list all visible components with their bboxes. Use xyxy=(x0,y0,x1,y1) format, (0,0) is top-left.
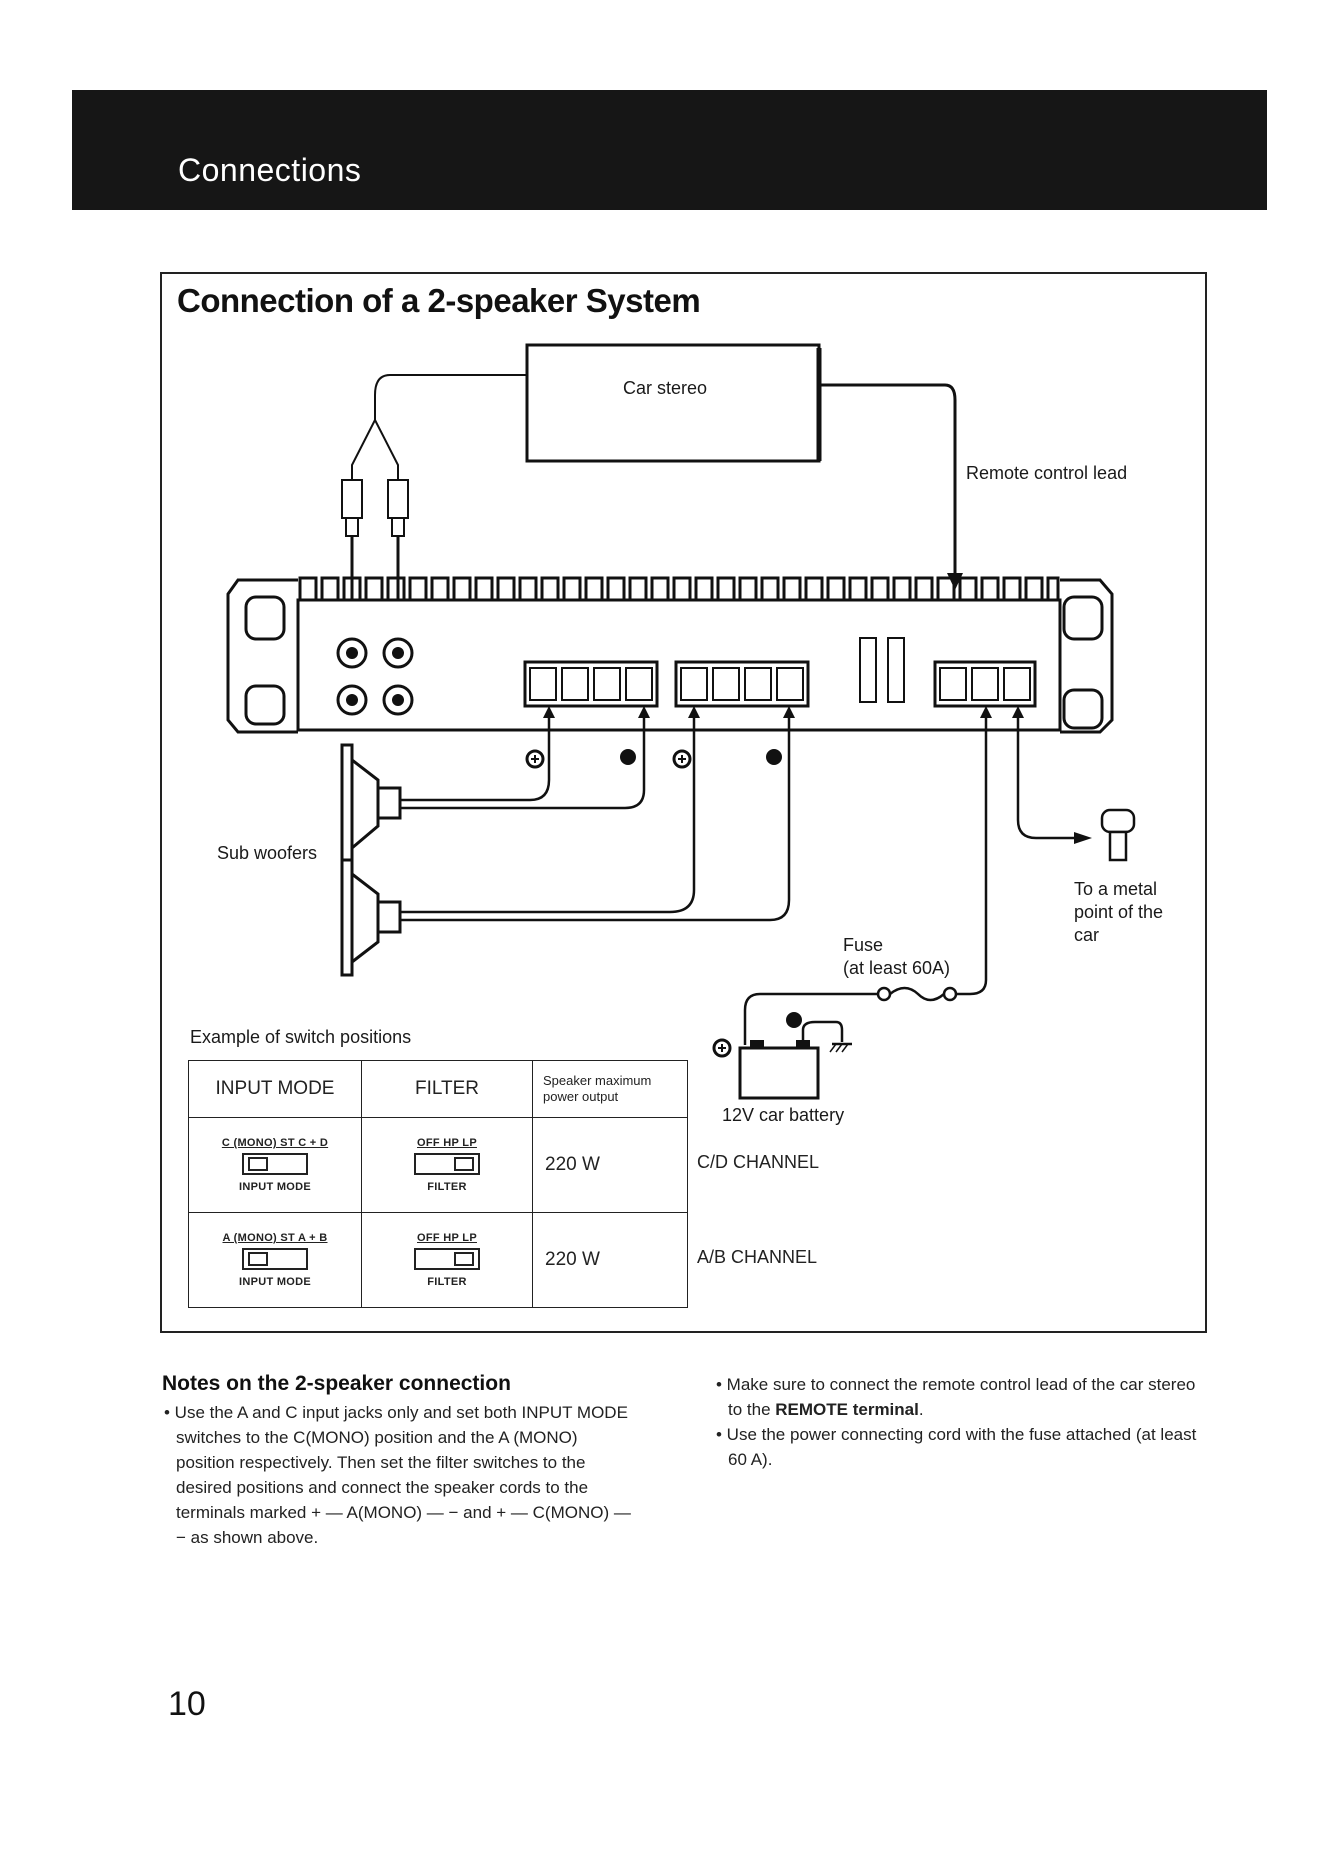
terminal-block-ab xyxy=(523,660,659,708)
rca-plug-left xyxy=(341,479,363,600)
header-filter: FILTER xyxy=(361,1060,533,1118)
inline-fuse-icon xyxy=(876,986,958,1002)
header-bar xyxy=(72,90,1267,210)
sub-woofer-2 xyxy=(340,858,402,977)
notes-left-column: • Use the A and C input jacks only and s… xyxy=(162,1400,632,1550)
power-value: 220 W xyxy=(532,1117,688,1213)
rca-wire-right xyxy=(374,419,399,480)
filter-switch[interactable] xyxy=(414,1248,480,1270)
table-row: C (MONO) ST C + D INPUT MODE OFF HP LP F… xyxy=(188,1117,688,1213)
ground-wire xyxy=(1016,718,1074,840)
table-header-row: INPUT MODE FILTER Speaker maximum power … xyxy=(188,1060,688,1118)
table-row: A (MONO) ST A + B INPUT MODE OFF HP LP F… xyxy=(188,1212,688,1308)
polarity-markers xyxy=(525,749,782,769)
rca-wire-left xyxy=(351,374,527,480)
note-power-cord: • Use the power connecting cord with the… xyxy=(716,1425,1197,1469)
page-title: Connections xyxy=(178,152,362,188)
input-mode-caption: INPUT MODE xyxy=(238,1181,312,1193)
switch-example-label: Example of switch positions xyxy=(190,1027,412,1047)
filter-caption: FILTER xyxy=(427,1276,467,1288)
sub-woofers-label: Sub woofers xyxy=(217,843,318,863)
speaker-wire-arrows xyxy=(543,706,1024,718)
switch-knob xyxy=(454,1157,474,1171)
filter-positions: OFF HP LP xyxy=(417,1137,477,1149)
fuse-label: Fuse (at least 60A) xyxy=(843,935,951,978)
input-mode-cell: A (MONO) ST A + B INPUT MODE xyxy=(188,1212,362,1308)
speaker-cord-cd xyxy=(400,718,791,922)
input-jacks xyxy=(336,637,414,716)
note-remote-lead: • Make sure to connect the remote contro… xyxy=(716,1375,1196,1419)
input-mode-switch[interactable] xyxy=(242,1153,308,1175)
switch-knob xyxy=(248,1157,268,1171)
notes-title: Notes on the 2-speaker connection xyxy=(162,1372,511,1395)
bracket-left xyxy=(226,578,298,734)
battery-label: 12V car battery xyxy=(722,1105,845,1125)
bracket-right xyxy=(1060,578,1114,734)
switch-knob xyxy=(248,1252,268,1266)
input-mode-switch[interactable] xyxy=(242,1248,308,1270)
notes-right-column: • Make sure to connect the remote contro… xyxy=(714,1372,1204,1472)
filter-cell: OFF HP LP FILTER xyxy=(361,1212,533,1308)
metal-point-label: To a metal point of the car xyxy=(1074,879,1164,945)
rca-plug-right xyxy=(387,479,409,600)
switch-knob xyxy=(454,1252,474,1266)
header-power: Speaker maximum power output xyxy=(532,1060,688,1118)
remote-lead-wire xyxy=(819,383,957,585)
filter-caption: FILTER xyxy=(427,1181,467,1193)
power-terminal-block xyxy=(933,660,1037,708)
ab-channel-label: A/B CHANNEL xyxy=(697,1247,818,1267)
input-mode-caption: INPUT MODE xyxy=(238,1276,312,1288)
remote-lead-label: Remote control lead xyxy=(966,463,1128,483)
car-stereo-label: Car stereo xyxy=(623,378,708,398)
amplifier-heatsink xyxy=(298,576,1060,602)
switch-positions-table: INPUT MODE FILTER Speaker maximum power … xyxy=(188,1060,688,1308)
terminal-block-cd xyxy=(674,660,810,708)
car-stereo-box xyxy=(525,343,821,463)
battery-icon xyxy=(712,1012,852,1100)
note-input-jacks: • Use the A and C input jacks only and s… xyxy=(164,1403,631,1547)
input-mode-positions: A (MONO) ST A + B xyxy=(222,1232,328,1244)
filter-positions: OFF HP LP xyxy=(417,1232,477,1244)
filter-cell: OFF HP LP FILTER xyxy=(361,1117,533,1213)
input-mode-cell: C (MONO) ST C + D INPUT MODE xyxy=(188,1117,362,1213)
section-title: Connection of a 2-speaker System xyxy=(177,282,701,319)
page-number: 10 xyxy=(168,1685,206,1723)
filter-switch[interactable] xyxy=(414,1153,480,1175)
input-mode-positions: C (MONO) ST C + D xyxy=(221,1137,329,1149)
power-wire xyxy=(950,718,988,996)
speaker-cord-ab xyxy=(400,718,646,810)
sub-woofer-1 xyxy=(340,743,402,862)
diagram-frame xyxy=(160,272,1207,1333)
header-input-mode: INPUT MODE xyxy=(188,1060,362,1118)
cd-channel-label: C/D CHANNEL xyxy=(697,1152,820,1172)
amp-fuses xyxy=(859,637,905,703)
ground-bolt-icon xyxy=(1100,808,1136,862)
power-value: 220 W xyxy=(532,1212,688,1308)
